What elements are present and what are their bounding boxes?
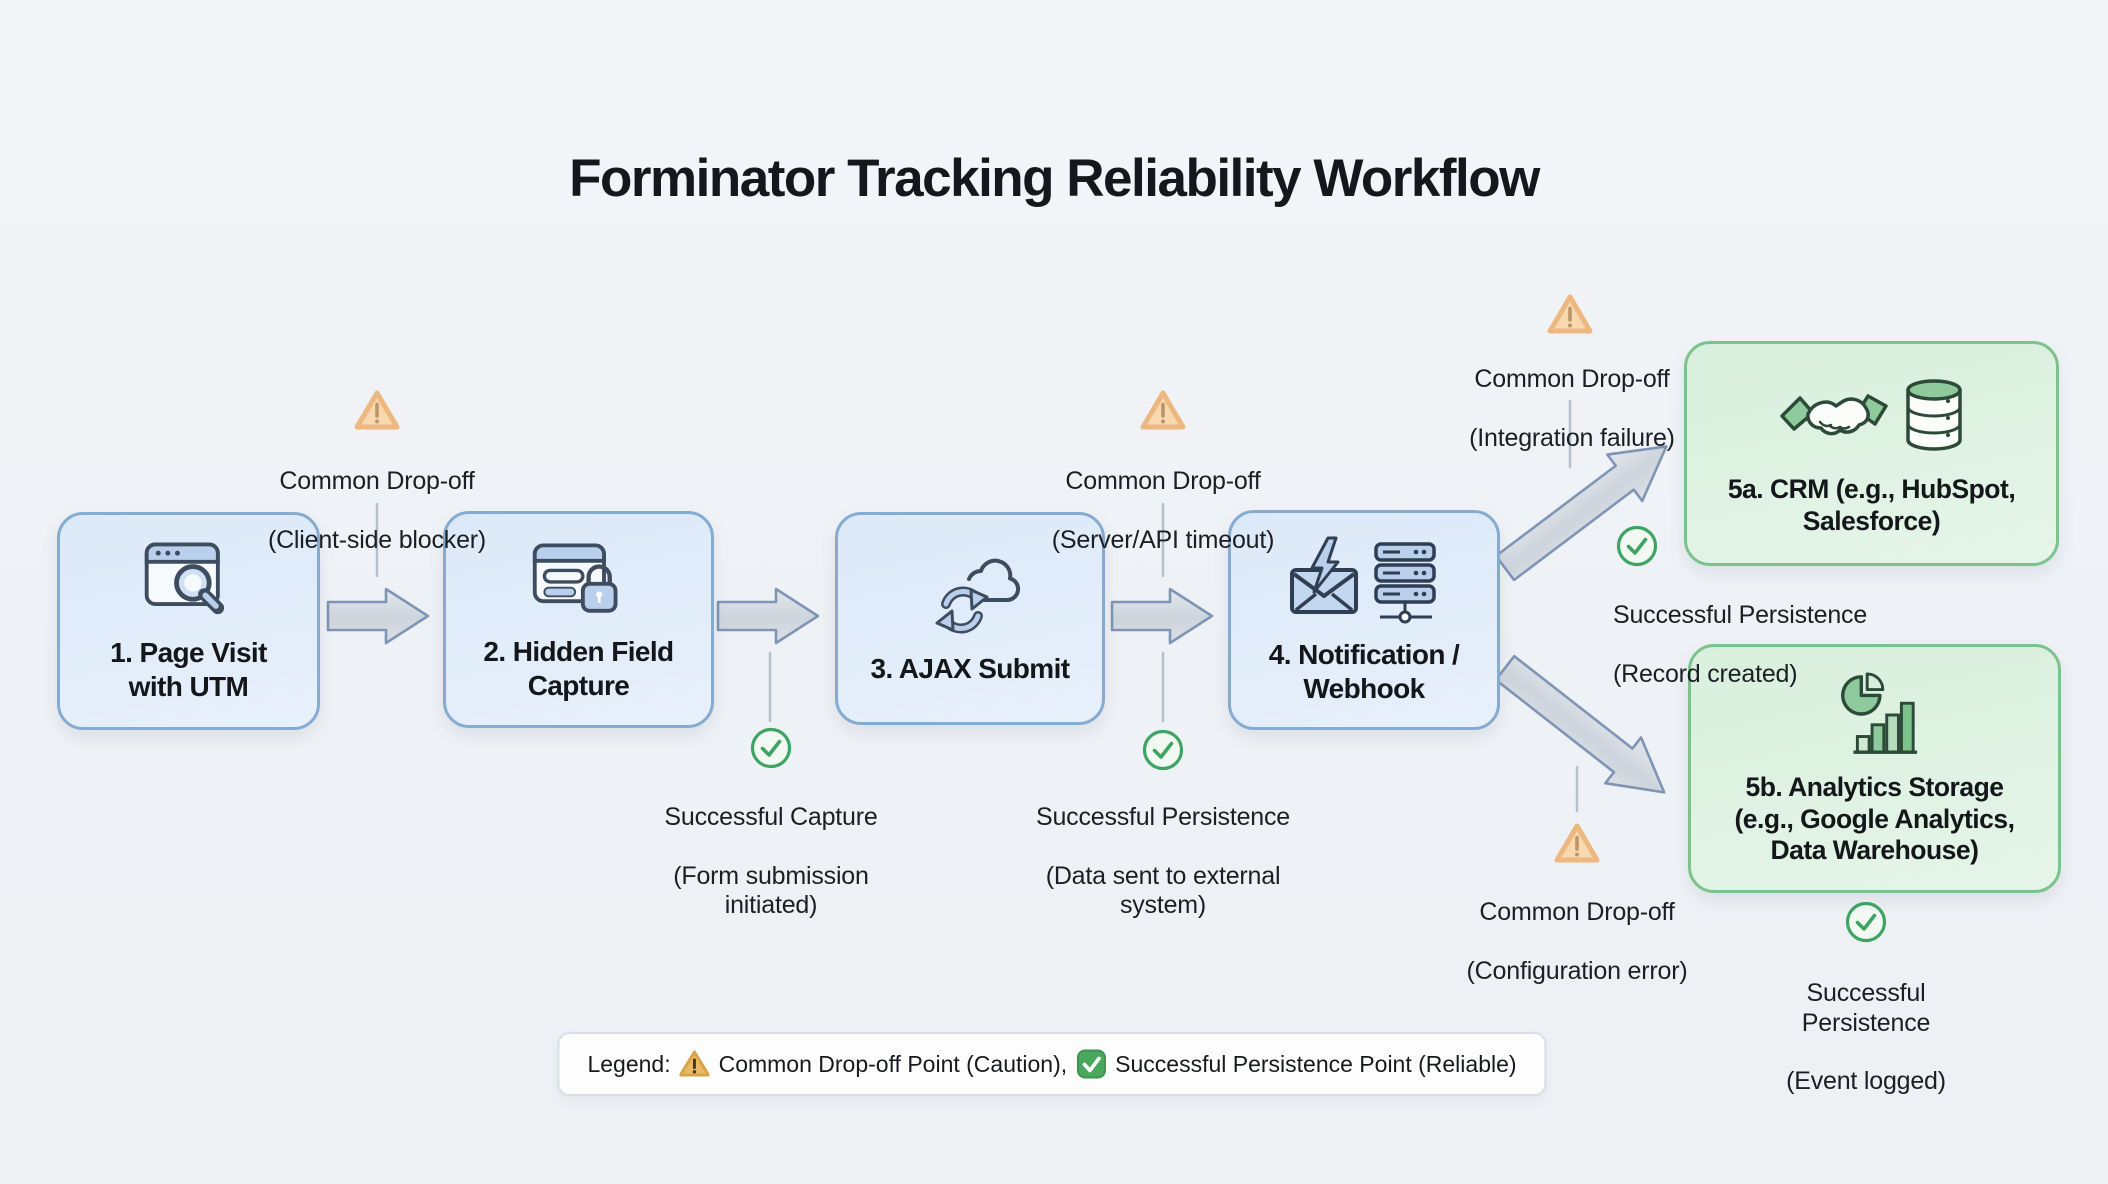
warning-icon-server (1143, 393, 1183, 427)
success-icon-external (1142, 729, 1184, 771)
annotation-dropoff-client: Common Drop-off (Client-side blocker) (268, 438, 486, 584)
node-label-page-visit: 1. Page Visit with UTM (110, 637, 267, 702)
annotation-subtitle: (Integration failure) (1469, 423, 1675, 452)
warning-icon-integration (1550, 297, 1590, 331)
annotation-subtitle: (Data sent to external system) (1045, 861, 1281, 919)
node-label-analytics-storage: 5b. Analytics Storage (e.g., Google Anal… (1734, 771, 2015, 866)
success-icon-event (1845, 901, 1887, 943)
legend-reliable-text: Successful Persistence Point (Reliable) (1115, 1050, 1517, 1077)
annotation-title: Common Drop-off (1474, 365, 1670, 394)
connector-lines (375, 400, 1579, 812)
arrow-step3-step4 (1110, 587, 1214, 645)
annotation-subtitle: (Form submission initiated) (673, 861, 869, 919)
annotation-success-external: Successful Persistence (Data sent to ext… (1036, 774, 1290, 950)
node-label-notification-webhook: 4. Notification / Webhook (1268, 639, 1460, 704)
node-label-ajax-submit: 3. AJAX Submit (870, 652, 1070, 684)
arrow-step1-step2 (326, 587, 430, 645)
arrow-step2-step3 (716, 587, 820, 645)
annotation-subtitle: (Client-side blocker) (267, 525, 487, 554)
annotation-subtitle: (Server/API timeout) (1051, 525, 1275, 554)
annotation-title: Common Drop-off (1065, 467, 1261, 496)
node-page-visit: 1. Page Visit with UTM (57, 512, 320, 730)
mail-server-icon (1290, 536, 1436, 624)
success-icon-record (1616, 525, 1658, 567)
cloud-sync-icon (935, 558, 1021, 634)
node-ajax-submit: 3. AJAX Submit (835, 512, 1105, 725)
annotation-dropoff-server: Common Drop-off (Server/API timeout) (1051, 438, 1275, 584)
legend-caution-text: Common Drop-off Point (Caution), (718, 1050, 1068, 1077)
legend-prefix: Legend: (587, 1050, 671, 1077)
node-analytics-storage: 5b. Analytics Storage (e.g., Google Anal… (1688, 644, 2061, 893)
warning-icon-client (357, 393, 397, 427)
annotation-title: Common Drop-off (1479, 898, 1675, 927)
warning-icon-configuration (1557, 826, 1597, 860)
form-lock-icon (532, 543, 617, 613)
annotation-subtitle: (Event logged) (1786, 1067, 1946, 1095)
node-label-hidden-field: 2. Hidden Field Capture (483, 635, 674, 701)
node-crm: 5a. CRM (e.g., HubSpot, Salesforce) (1684, 341, 2059, 566)
annotation-success-event: Successful Persistence (Event logged) (1745, 950, 1987, 1126)
annotation-subtitle: (Configuration error) (1466, 956, 1688, 985)
annotation-dropoff-configuration: Common Drop-off (Configuration error) (1467, 869, 1688, 1015)
annotation-subtitle: (Record created) (1613, 659, 1798, 688)
annotation-title: Successful Capture (664, 803, 878, 832)
annotation-title: Successful Persistence (1035, 803, 1291, 832)
annotation-title: Common Drop-off (279, 467, 475, 496)
node-label-crm: 5a. CRM (e.g., HubSpot, Salesforce) (1727, 473, 2016, 536)
legend-caution-icon (679, 1050, 710, 1077)
annotation-success-capture: Successful Capture (Form submission init… (664, 774, 877, 950)
success-icon-capture (750, 727, 792, 769)
node-hidden-field-capture: 2. Hidden Field Capture (443, 511, 714, 728)
annotation-title: Successful Persistence (1613, 601, 1868, 630)
page-title: Forminator Tracking Reliability Workflow (569, 149, 1540, 208)
annotation-success-record: Successful Persistence (Record created) (1613, 572, 1867, 718)
annotation-dropoff-integration: Common Drop-off (Integration failure) (1469, 336, 1675, 482)
annotation-title: Successful Persistence (1801, 979, 1931, 1037)
legend-reliable-icon (1076, 1049, 1106, 1079)
pie-bar-chart-icon (1840, 672, 1917, 754)
node-notification-webhook: 4. Notification / Webhook (1228, 510, 1500, 730)
browser-search-icon (144, 542, 224, 615)
legend: Legend: Common Drop-off Point (Caution),… (557, 1032, 1547, 1096)
handshake-database-icon (1779, 378, 1962, 451)
